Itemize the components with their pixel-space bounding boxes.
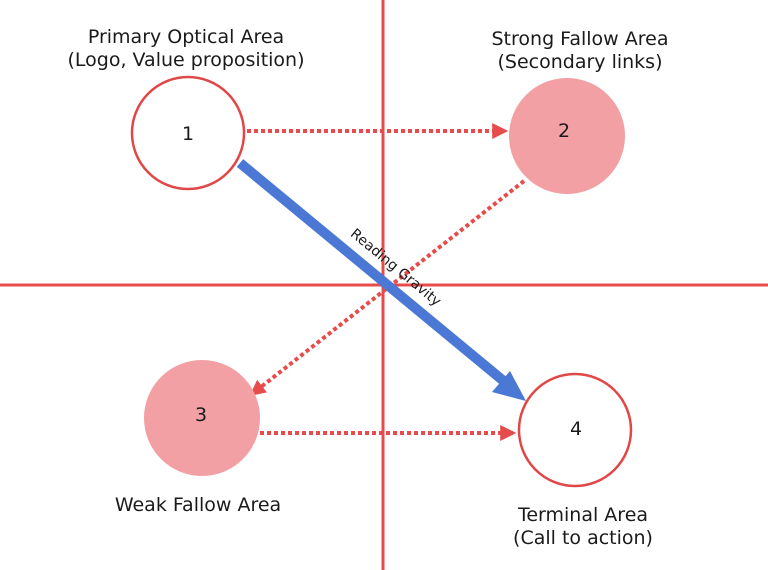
arrow-2-to-3 [249,179,526,396]
circle-number-4: 4 [570,418,582,440]
circle-primary [130,75,246,191]
circle-weak-fallow [144,360,260,476]
strong-fallow-area-subtitle: (Secondary links) [497,51,663,73]
strong-fallow-area-title: Strong Fallow Area [491,28,669,50]
circle-number-3: 3 [195,404,207,426]
weak-fallow-area-label: Weak Fallow Area [80,494,316,517]
circle-number-2: 2 [558,120,570,142]
primary-optical-area-title: Primary Optical Area [87,26,285,48]
strong-fallow-area-label: Strong Fallow Area (Secondary links) [460,28,700,74]
primary-optical-area-subtitle: (Logo, Value proposition) [67,49,305,71]
weak-fallow-area-title: Weak Fallow Area [114,494,282,516]
reading-gravity-arrow-head [492,371,526,401]
reading-gravity-arrow [236,159,510,387]
terminal-area-subtitle: (Call to action) [513,527,653,549]
circle-strong-fallow [509,78,625,194]
circle-number-1: 1 [182,123,194,145]
terminal-area-title: Terminal Area [517,504,649,526]
terminal-area-label: Terminal Area (Call to action) [470,504,696,550]
circle-terminal [517,372,633,488]
primary-optical-area-label: Primary Optical Area (Logo, Value propos… [30,26,342,72]
